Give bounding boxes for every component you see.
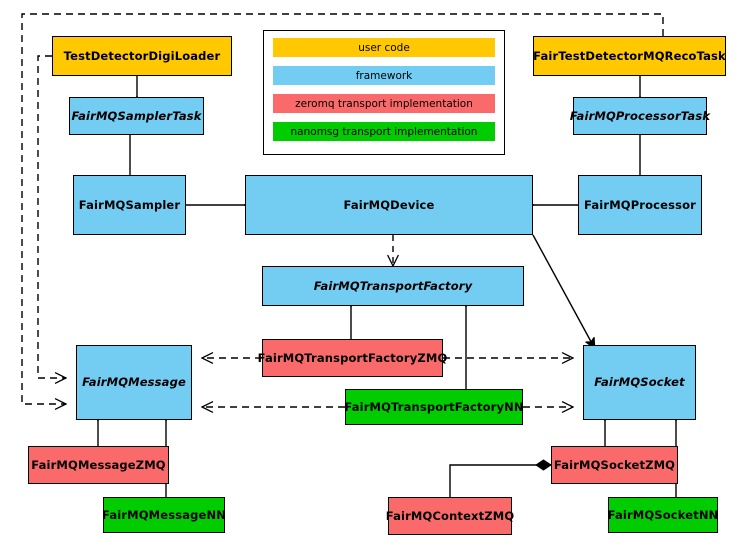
class-label: FairMQMessage: [82, 375, 186, 390]
class-label: FairMQTransportFactory: [313, 278, 473, 293]
legend-item-framework: framework: [273, 66, 495, 85]
legend-item-zeromq: zeromq transport implementation: [273, 94, 495, 113]
class-label: FairMQProcessor: [584, 197, 696, 212]
class-label: FairMQSampler: [78, 197, 181, 212]
class-box-fairtestdetectormqrecotask[interactable]: FairTestDetectorMQRecoTask: [533, 36, 726, 76]
class-label: FairTestDetectorMQRecoTask: [533, 48, 726, 63]
class-box-fairmqmessage[interactable]: FairMQMessage: [76, 345, 192, 420]
class-box-testdetectordigiloader[interactable]: TestDetectorDigiLoader: [52, 36, 232, 76]
legend-label: nanomsg transport implementation: [290, 125, 478, 138]
edge-digiloader-to-message: [37, 55, 66, 378]
class-box-fairmqmessagezmq[interactable]: FairMQMessageZMQ: [28, 446, 169, 484]
class-box-fairmqcontextzmq[interactable]: FairMQContextZMQ: [385, 497, 515, 535]
class-label: FairMQDevice: [343, 197, 435, 212]
class-label: FairMQContextZMQ: [385, 508, 515, 523]
class-label: TestDetectorDigiLoader: [63, 48, 221, 63]
edge-device-to-socket: [532, 234, 596, 349]
class-label: FairMQSocket: [594, 375, 685, 390]
class-label: FairMQProcessorTask: [569, 108, 711, 123]
legend-item-user-code: user code: [273, 38, 495, 57]
legend-label: user code: [358, 41, 410, 54]
class-box-fairmqsamplertask[interactable]: FairMQSamplerTask: [69, 97, 204, 135]
class-box-fairmqsampler[interactable]: FairMQSampler: [73, 175, 186, 235]
class-box-fairmqprocessor[interactable]: FairMQProcessor: [578, 175, 702, 235]
edge-socketzmq-composes-contextzmq: [449, 459, 552, 497]
legend-item-nanomsg: nanomsg transport implementation: [273, 122, 495, 141]
class-label: FairMQSocketZMQ: [553, 457, 676, 472]
class-label: FairMQMessageZMQ: [31, 457, 166, 472]
class-label: FairMQTransportFactoryZMQ: [257, 350, 448, 365]
class-box-fairmqprocessortask[interactable]: FairMQProcessorTask: [569, 97, 711, 135]
class-label: FairMQMessageNN: [102, 507, 226, 522]
class-box-fairmqtransportfactory[interactable]: FairMQTransportFactory: [262, 266, 524, 306]
class-box-fairmqsocket[interactable]: FairMQSocket: [583, 345, 696, 420]
legend-panel: user code framework zeromq transport imp…: [263, 30, 505, 155]
class-box-fairmqtransportfactorynn[interactable]: FairMQTransportFactoryNN: [344, 389, 524, 425]
legend-label: framework: [355, 69, 413, 82]
class-label: FairMQTransportFactoryNN: [344, 399, 524, 414]
class-label: FairMQSocketNN: [607, 507, 719, 522]
class-box-fairmqdevice[interactable]: FairMQDevice: [245, 175, 533, 235]
class-label: FairMQSamplerTask: [71, 108, 202, 123]
legend-label: zeromq transport implementation: [295, 97, 473, 110]
class-box-fairmqtransportfactoryzmq[interactable]: FairMQTransportFactoryZMQ: [258, 339, 447, 377]
class-box-fairmqmessagenn[interactable]: FairMQMessageNN: [102, 497, 226, 533]
class-box-fairmqsocketzmq[interactable]: FairMQSocketZMQ: [551, 446, 678, 484]
class-box-fairmqsocketnn[interactable]: FairMQSocketNN: [608, 497, 718, 533]
